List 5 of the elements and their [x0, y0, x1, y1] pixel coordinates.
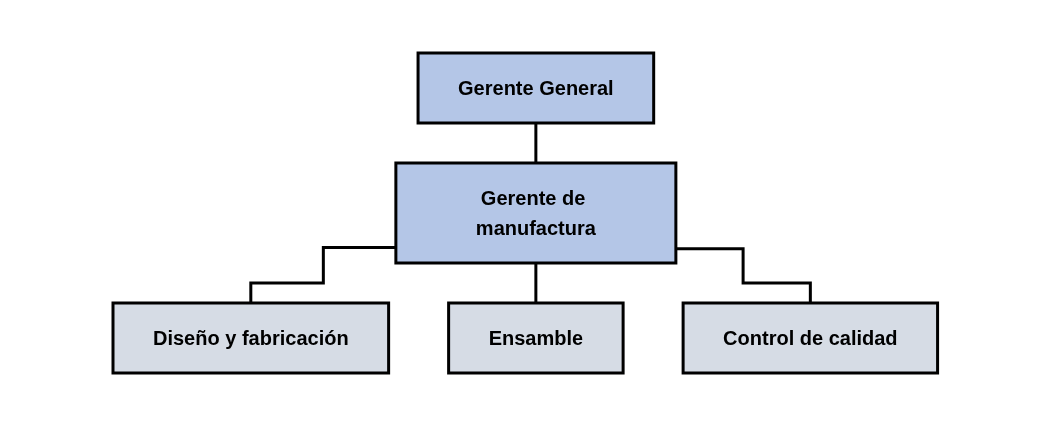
node-box: Ensamble — [447, 301, 625, 375]
node-box: Diseño y fabricación — [111, 301, 391, 375]
node-box: Gerente de manufactura — [394, 161, 678, 265]
node-box: Gerente General — [416, 51, 656, 125]
node-box: Control de calidad — [681, 301, 940, 375]
